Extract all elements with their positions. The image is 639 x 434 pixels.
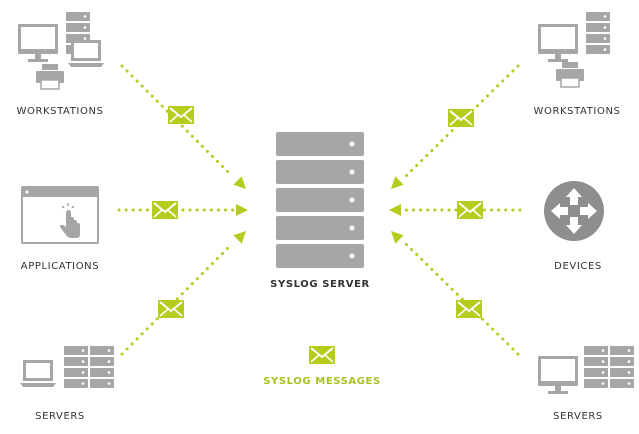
envelope-icon <box>157 299 185 319</box>
arrowhead-icon <box>233 226 251 244</box>
envelope-icon <box>456 200 484 220</box>
envelope-icon <box>455 299 483 319</box>
router-icon <box>544 181 604 241</box>
arrowhead-icon <box>236 204 248 216</box>
envelope-icon <box>447 108 475 128</box>
application-window-icon <box>21 186 99 244</box>
arrow-servers-right <box>404 242 520 356</box>
syslog-messages-legend-label: SYSLOG MESSAGES <box>263 376 381 387</box>
arrowhead-icon <box>233 176 251 194</box>
arrowhead-icon <box>389 204 401 216</box>
workstations-left-label: WORKSTATIONS <box>16 106 104 117</box>
legend-envelope-icon <box>308 345 336 365</box>
arrowhead-icon <box>386 176 404 194</box>
arrow-servers-left <box>120 242 234 356</box>
workstations-left-icon <box>18 12 104 90</box>
envelope-icon <box>151 200 179 220</box>
arrowhead-icon <box>386 226 404 244</box>
servers-left-label: SERVERS <box>35 411 85 422</box>
applications-label: APPLICATIONS <box>20 261 100 272</box>
servers-right-icon <box>538 346 634 394</box>
server-rack-icon <box>276 132 364 268</box>
servers-right-label: SERVERS <box>553 411 603 422</box>
workstations-right-icon <box>538 12 610 88</box>
envelope-icon <box>167 105 195 125</box>
devices-label: DEVICES <box>554 261 602 272</box>
workstations-right-label: WORKSTATIONS <box>533 106 621 117</box>
servers-left-icon <box>20 346 114 388</box>
syslog-server-label: SYSLOG SERVER <box>270 279 370 290</box>
